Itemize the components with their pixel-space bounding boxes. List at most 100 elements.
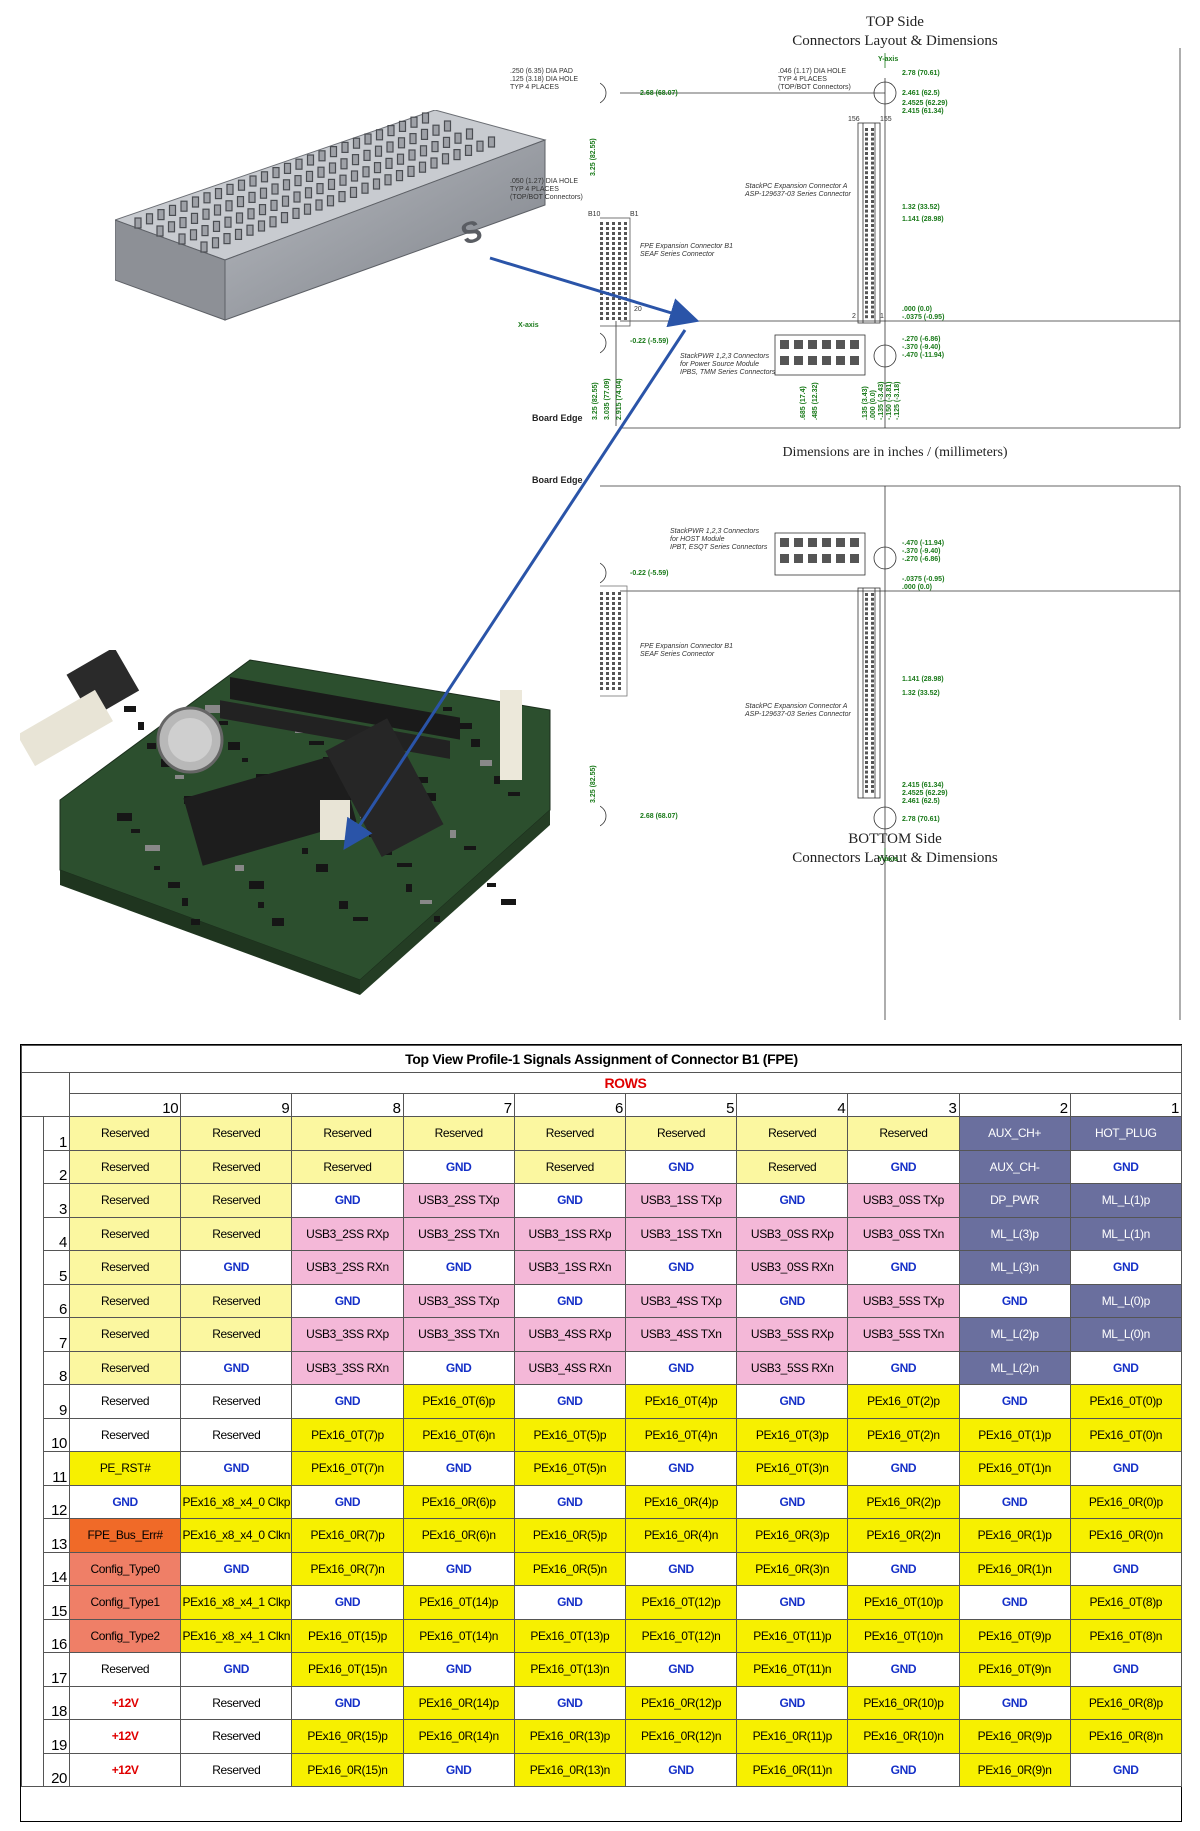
diagram-pin: [871, 180, 874, 184]
diagram-pin: [624, 317, 627, 320]
signal-cell: ML_L(2)p: [958, 1317, 1071, 1352]
signal-cell: Config_Type2: [68, 1618, 182, 1653]
signal-cell: USB3_0SS RXn: [736, 1250, 849, 1285]
diagram-pin: [618, 302, 621, 305]
signal-cell: GND: [1069, 1551, 1182, 1586]
connector-pin: [201, 224, 209, 237]
signal-cell: Reserved: [847, 1116, 960, 1151]
signal-cell: GND: [1069, 1350, 1182, 1385]
diagram-pin: [606, 242, 609, 245]
column-number: 7: [402, 1093, 515, 1117]
signal-cell: GND: [513, 1283, 626, 1318]
board-component: [154, 866, 160, 870]
diagram-pin: [612, 662, 615, 665]
connector-pin: [443, 120, 452, 132]
diagram-pin: [618, 687, 621, 690]
stackpc-note-top: StackPC Expansion Connector A ASP-129637…: [745, 183, 851, 198]
connector-pin: [349, 186, 358, 199]
diagram-pin: [600, 307, 603, 310]
signal-cell: Reserved: [513, 1116, 626, 1151]
diagram-pin: [836, 538, 845, 547]
diagram-pin: [865, 717, 868, 721]
diagram-pin: [618, 307, 621, 310]
dimension-label: .135 (3.43): [862, 386, 869, 420]
row-number: 9: [43, 1384, 70, 1419]
signal-cell: Reserved: [68, 1183, 182, 1218]
signal-cell: PEx16_0T(5)p: [513, 1417, 626, 1452]
diagram-pin: [600, 232, 603, 235]
signal-cell: GND: [736, 1384, 849, 1419]
connector-pin: [179, 216, 187, 229]
signal-cell: USB3_1SS TXp: [624, 1183, 738, 1218]
diagram-pin: [871, 732, 874, 736]
diagram-pin: [871, 132, 874, 136]
diagram-pin: [871, 276, 874, 280]
connector-pin: [283, 162, 292, 175]
diagram-pin: [612, 277, 615, 280]
diagram-pin: [600, 652, 603, 655]
column-number: 5: [624, 1093, 738, 1117]
diagram-pin: [871, 761, 874, 764]
diagram-pin: [618, 247, 621, 250]
diagram-pin: [871, 679, 874, 683]
signal-cell: GND: [958, 1685, 1071, 1720]
dimension-label: .000 (0.0): [902, 306, 932, 313]
diagram-pin: [600, 237, 603, 240]
signal-cell: USB3_0SS TXn: [847, 1216, 960, 1251]
signal-cell: GND: [958, 1283, 1071, 1318]
diagram-pin: [871, 305, 874, 309]
diagram-pin: [871, 593, 874, 596]
dim-neg-top: -0.22 (-5.59): [630, 338, 669, 345]
connector-pin: [257, 220, 266, 232]
diagram-pin: [871, 156, 874, 160]
board-component: [302, 848, 308, 854]
diagram-pin: [871, 703, 874, 707]
signal-cell: USB3_0SS TXp: [847, 1183, 960, 1218]
column-number: 3: [847, 1093, 960, 1117]
diagram-pin: [624, 307, 627, 310]
connector-pin: [316, 182, 324, 195]
diagram-pin: [618, 252, 621, 255]
connector-pin: [237, 179, 246, 191]
signal-cell: PEx16_0R(9)p: [958, 1719, 1071, 1754]
signal-cell: Reserved: [736, 1116, 849, 1151]
diagram-pin: [600, 662, 603, 665]
diagram-pin: [871, 655, 874, 659]
diagram-pin: [865, 607, 868, 611]
signal-cell: PEx16_0R(13)n: [513, 1752, 626, 1787]
pin-20: 20: [634, 306, 642, 313]
signal-cell: GND: [847, 1652, 960, 1687]
diagram-pin: [618, 317, 621, 320]
diagram-pin: [871, 765, 874, 769]
diagram-pin: [871, 612, 874, 616]
connector-photo: S: [115, 110, 547, 321]
diagram-pin: [606, 237, 609, 240]
diagram-pin: [871, 272, 874, 275]
diagram-pin: [606, 257, 609, 260]
connector-pin: [223, 232, 231, 245]
signal-cell: GND: [736, 1183, 849, 1218]
signal-cell: PEx16_x8_x4_1 Clkn: [180, 1618, 293, 1653]
connector-pin: [327, 178, 336, 191]
signal-cell: PEx16_0T(11)n: [736, 1652, 849, 1687]
signal-cell: Reserved: [68, 1283, 182, 1318]
diagram-pin: [612, 652, 615, 655]
signal-cell: PEx16_0T(1)n: [958, 1451, 1071, 1486]
diagram-pin: [865, 626, 868, 630]
connector-pin: [305, 170, 314, 183]
diagram-pin: [618, 282, 621, 285]
connector-pin: [134, 217, 142, 229]
diagram-pin: [606, 592, 609, 595]
signal-cell: USB3_4SS RXn: [513, 1350, 626, 1385]
diagram-pin: [606, 622, 609, 625]
diagram-pin: [865, 310, 868, 314]
dimension-label: 2.78 (70.61): [902, 816, 940, 823]
diagram-pin: [871, 252, 874, 256]
signal-cell: Reserved: [180, 1183, 293, 1218]
diagram-pin: [606, 602, 609, 605]
signal-cell: PEx16_0T(6)n: [402, 1417, 515, 1452]
dimension-label: 2.4525 (62.29): [902, 100, 948, 107]
